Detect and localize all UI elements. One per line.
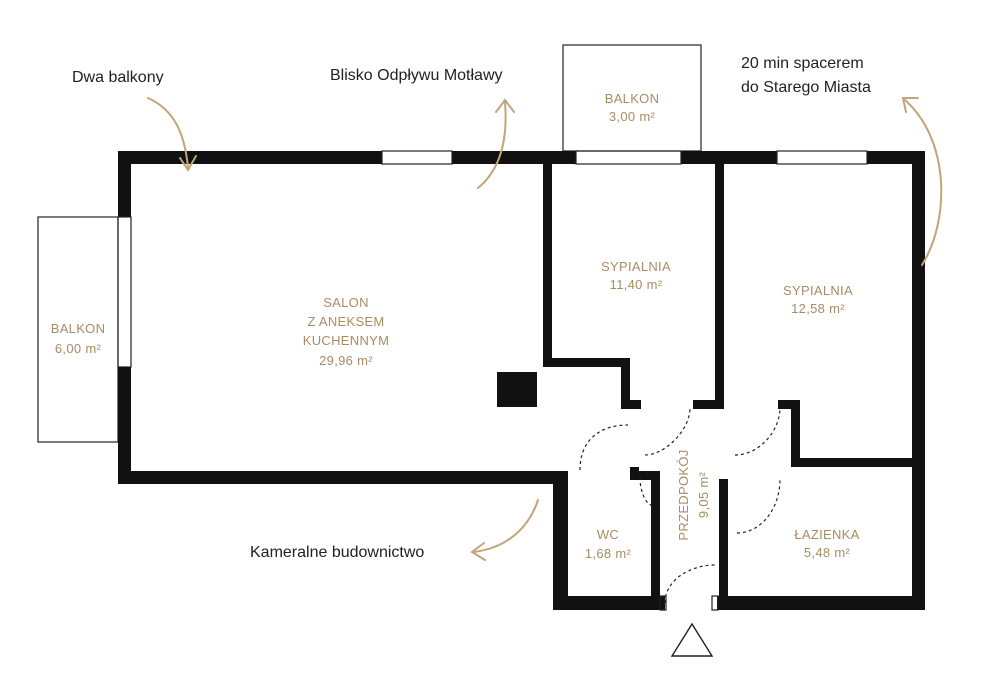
- wall-top-2: [452, 151, 576, 164]
- bedroom2-name: SYPIALNIA: [783, 283, 853, 298]
- window-left-salon: [117, 216, 132, 368]
- curved-arrow-icon: [495, 98, 515, 113]
- wall-bedroom1-bottom-c: [693, 400, 723, 409]
- wall-wc-right: [651, 471, 660, 610]
- door-bathroom: [736, 478, 781, 534]
- window-top-bedroom1: [575, 150, 682, 165]
- wall-bedroom2-bath: [791, 458, 925, 467]
- kitchen-column: [497, 372, 537, 407]
- bathroom-name: ŁAZIENKA: [794, 527, 859, 542]
- door-bedroom2: [734, 407, 781, 456]
- wc-area: 1,68 m²: [585, 546, 632, 561]
- hall-area: 9,05 m²: [696, 472, 711, 519]
- curved-arrow-icon: [147, 97, 189, 169]
- salon-name-line3: KUCHENNYM: [303, 333, 389, 348]
- wall-bedroom1-bottom-a: [543, 358, 630, 367]
- door-entrance: [664, 564, 716, 604]
- bedroom1-name: SYPIALNIA: [601, 259, 671, 274]
- door-entrance-jamb-right: [711, 595, 719, 611]
- wall-bath-corner: [791, 400, 800, 465]
- wall-right: [912, 151, 925, 609]
- wall-top-1: [118, 151, 382, 164]
- wall-bedroom2-bottom: [778, 400, 800, 409]
- wall-top-3: [681, 151, 777, 164]
- curved-arrow-icon: [901, 97, 919, 113]
- wall-bedroom1-bedroom2: [715, 151, 724, 409]
- salon-name-line1: SALON: [323, 295, 369, 310]
- wall-left-upper: [118, 151, 131, 217]
- entrance-triangle-icon: [670, 622, 714, 657]
- annotation-walk-line1: 20 min spacerem: [741, 55, 864, 72]
- wall-left-lower: [118, 367, 131, 484]
- wc-name: WC: [597, 527, 619, 542]
- annotation-building: Kameralne budownictwo: [250, 544, 424, 561]
- door-salon: [579, 424, 629, 471]
- curved-arrow-icon: [477, 101, 507, 189]
- wall-bedroom1-corner: [621, 358, 630, 408]
- wall-wc-left: [553, 471, 568, 610]
- annotation-walk-line2: do Starego Miasta: [741, 79, 871, 96]
- annotation-balconies: Dwa balkony: [72, 69, 164, 86]
- balcony-left-name: BALKON: [51, 321, 106, 336]
- curved-arrow-icon: [470, 542, 486, 561]
- bedroom1-area: 11,40 m²: [610, 277, 663, 292]
- curved-arrow-icon: [904, 99, 943, 266]
- door-wc: [639, 476, 652, 506]
- salon-area: 29,96 m²: [319, 353, 373, 368]
- wall-salon-bottom: [118, 471, 568, 484]
- window-top-salon: [381, 150, 453, 165]
- wall-wc-top-stub2: [630, 471, 660, 480]
- balcony-left-area: 6,00 m²: [55, 341, 102, 356]
- salon-name-line2: Z ANEKSEM: [307, 314, 384, 329]
- wall-bedroom1-bottom-b: [621, 400, 641, 409]
- bedroom2-area: 12,58 m²: [791, 301, 845, 316]
- balcony-top-area: 3,00 m²: [609, 109, 656, 124]
- wall-bottom-right: [717, 596, 925, 610]
- wall-top-4: [867, 151, 925, 164]
- door-entrance-jamb-left: [659, 595, 667, 611]
- door-bedroom1: [644, 407, 691, 456]
- curved-arrow-icon: [179, 155, 197, 172]
- window-top-bedroom2: [776, 150, 868, 165]
- bathroom-area: 5,48 m²: [804, 545, 851, 560]
- wall-salon-bedroom1: [543, 151, 552, 363]
- balcony-top-name: BALKON: [605, 91, 660, 106]
- wall-bottom-left: [553, 596, 665, 610]
- hall-name: PRZEDPOKÓJ: [676, 449, 691, 540]
- curved-arrow-icon: [473, 499, 539, 553]
- wall-hall-bath: [719, 479, 728, 610]
- annotation-motlawa: Blisko Odpływu Motławy: [330, 67, 503, 84]
